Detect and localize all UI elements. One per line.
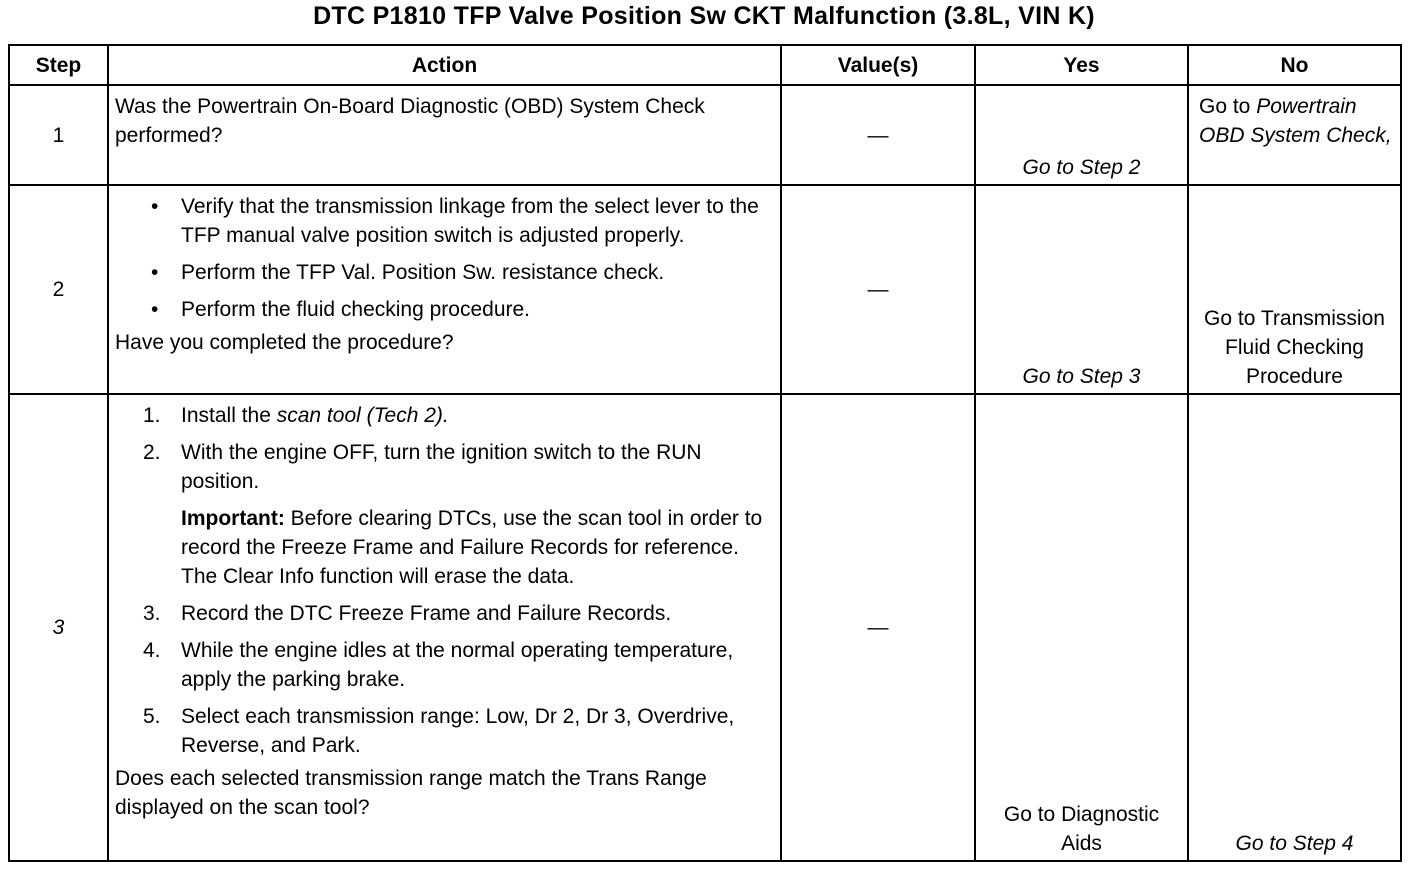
- header-values: Value(s): [780, 44, 976, 86]
- action-cell: Was the Powertrain On-Board Diagnostic (…: [107, 84, 782, 186]
- table-row: 1 Was the Powertrain On-Board Diagnostic…: [8, 84, 1402, 186]
- yes-link[interactable]: Go to Step 2: [1022, 156, 1141, 179]
- no-cell: Go to Powertrain OBD System Check,: [1187, 84, 1402, 186]
- table-row: 3 1.Install the scan tool (Tech 2). 2.Wi…: [8, 393, 1402, 862]
- step-number: 3: [8, 393, 109, 862]
- header-yes: Yes: [974, 44, 1189, 86]
- list-item: 3.Record the DTC Freeze Frame and Failur…: [143, 602, 672, 625]
- yes-cell: Go to Step 3: [974, 184, 1189, 395]
- table-header-row: Step Action Value(s) Yes No: [8, 44, 1402, 86]
- list-item: 4.While the engine idles at the normal o…: [143, 639, 734, 691]
- yes-cell: Go to Step 2: [974, 84, 1189, 186]
- no-cell: Go to Transmission Fluid Checking Proced…: [1187, 184, 1402, 395]
- question-text: Does each selected transmission range ma…: [115, 767, 707, 819]
- question-text: Have you completed the procedure?: [115, 331, 454, 354]
- list-item: 5.Select each transmission range: Low, D…: [143, 705, 735, 757]
- page-title: DTC P1810 TFP Valve Position Sw CKT Malf…: [313, 2, 1095, 30]
- no-cell: Go to Step 4: [1187, 393, 1402, 862]
- action-cell: 1.Install the scan tool (Tech 2). 2.With…: [107, 393, 782, 862]
- yes-link[interactable]: Go to Diagnostic Aids: [1003, 803, 1160, 855]
- header-step: Step: [8, 44, 109, 86]
- no-prefix: Go to: [1199, 95, 1251, 118]
- yes-link[interactable]: Go to Step 3: [1022, 365, 1141, 388]
- no-link[interactable]: Go to Transmission Fluid Checking Proced…: [1204, 307, 1385, 388]
- scan-tool-link: scan tool (Tech 2).: [276, 404, 449, 427]
- value-cell: —: [780, 184, 976, 395]
- step-number: 1: [8, 84, 109, 186]
- step-number: 2: [8, 184, 109, 395]
- header-action: Action: [107, 44, 782, 86]
- action-text: Was the Powertrain On-Board Diagnostic (…: [115, 95, 705, 147]
- list-item: •Verify that the transmission linkage fr…: [151, 192, 774, 250]
- action-cell: •Verify that the transmission linkage fr…: [107, 184, 782, 395]
- list-item: •Perform the fluid checking procedure.: [151, 295, 774, 324]
- no-link[interactable]: Go to Step 4: [1235, 832, 1354, 855]
- list-item: 2.With the engine OFF, turn the ignition…: [143, 441, 702, 493]
- bullet-icon: •: [151, 298, 159, 321]
- bullet-icon: •: [151, 261, 159, 284]
- list-item: 1.Install the scan tool (Tech 2).: [143, 404, 449, 427]
- list-item: •Perform the TFP Val. Position Sw. resis…: [151, 258, 774, 287]
- diagnostic-table: Step Action Value(s) Yes No 1 Was the Po…: [8, 44, 1402, 862]
- value-cell: —: [780, 84, 976, 186]
- yes-cell: Go to Diagnostic Aids: [974, 393, 1189, 862]
- table-row: 2 •Verify that the transmission linkage …: [8, 184, 1402, 395]
- important-note: Important: Before clearing DTCs, use the…: [181, 507, 763, 588]
- bullet-icon: •: [151, 195, 159, 218]
- value-cell: —: [780, 393, 976, 862]
- header-no: No: [1187, 44, 1402, 86]
- no-link[interactable]: Powertrain OBD System Check,: [1199, 95, 1392, 147]
